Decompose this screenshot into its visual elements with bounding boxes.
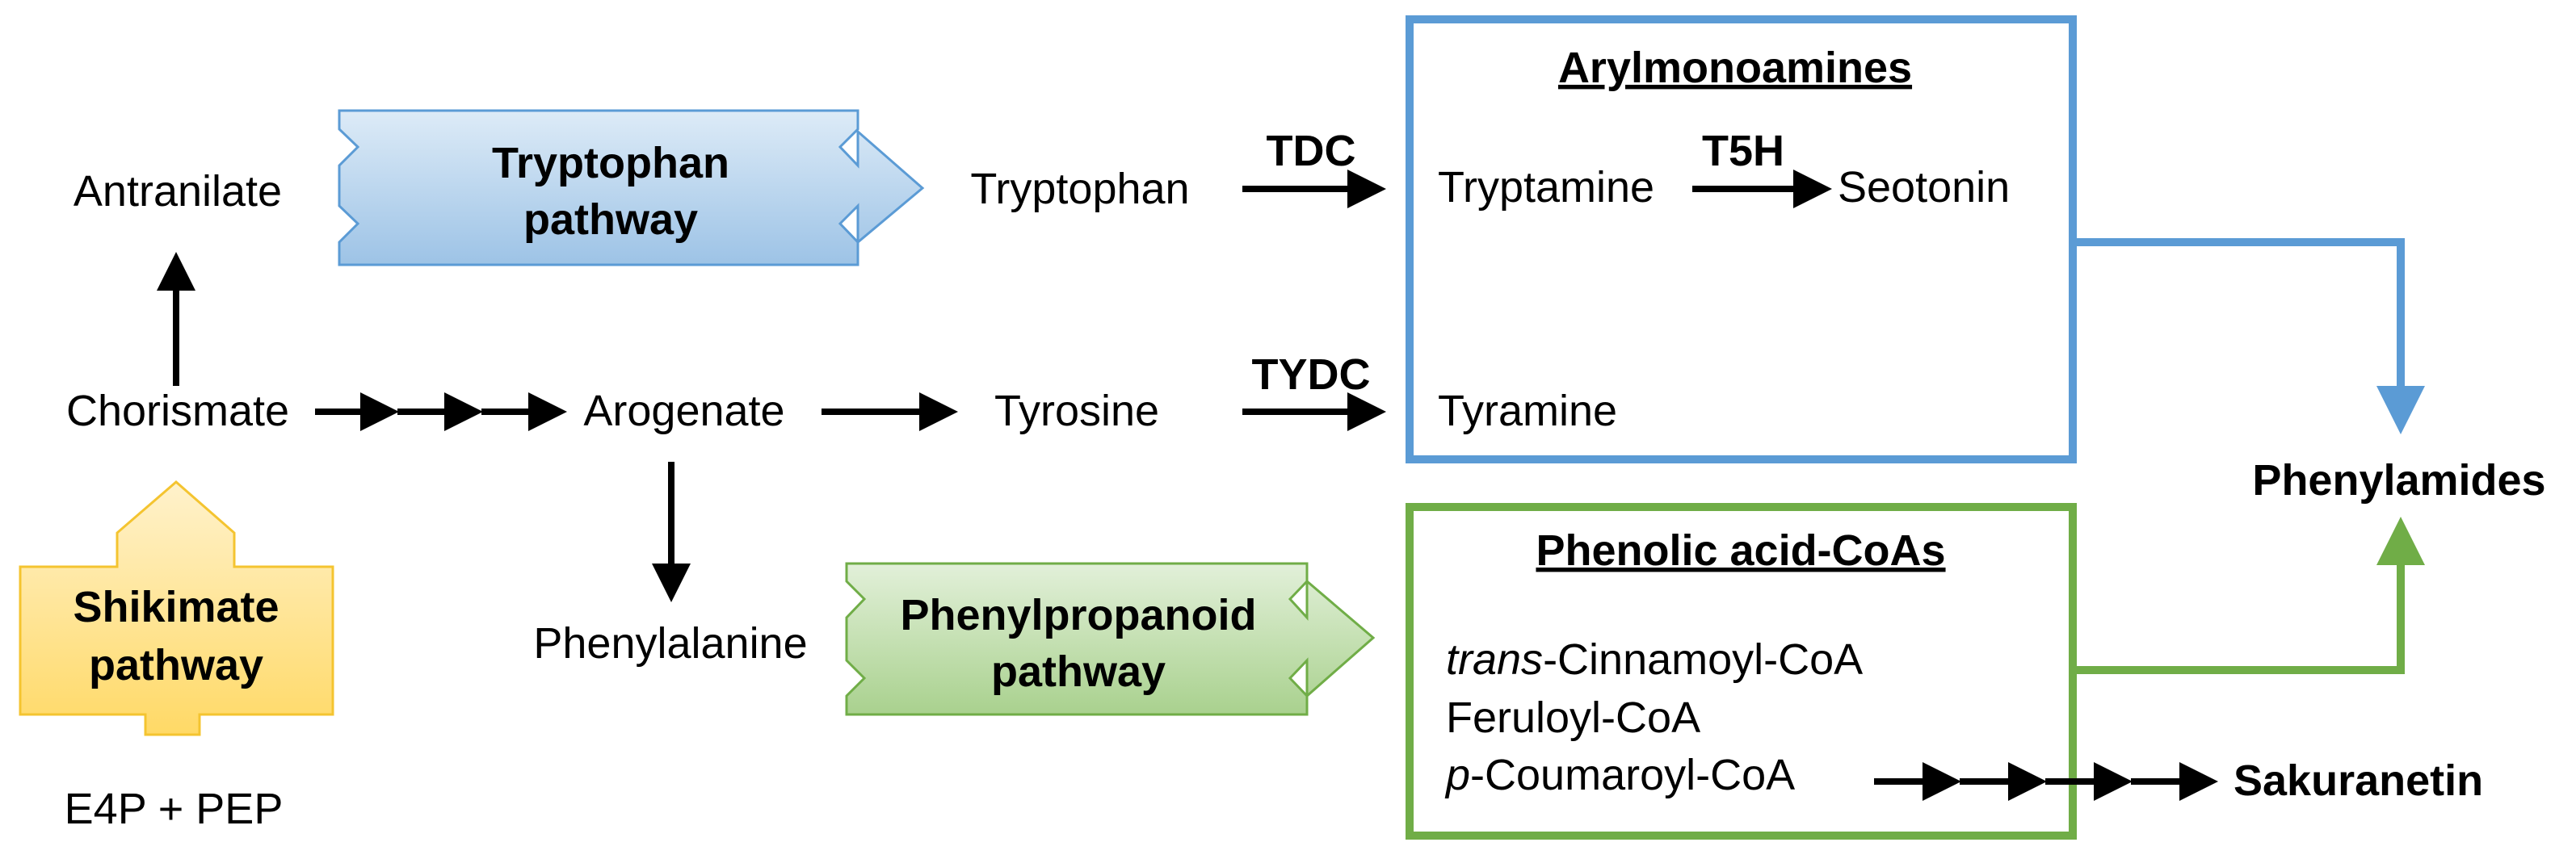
- shikimate-pathway-label-line2: pathway: [89, 641, 263, 689]
- tryptophan-pathway-label-line1: Tryptophan: [492, 139, 729, 187]
- phenylalanine-label: Phenylalanine: [533, 619, 807, 668]
- tryptophan-label: Tryptophan: [970, 165, 1189, 213]
- phenylpropanoid-pathway-arrow: Phenylpropanoid pathway: [845, 562, 1376, 716]
- arogenate-label: Arogenate: [583, 387, 784, 435]
- chorismate-label: Chorismate: [66, 387, 289, 435]
- tdc-enzyme-label: TDC: [1267, 127, 1356, 175]
- arylmonoamines-to-phenylamides-connector: [2073, 238, 2425, 434]
- serotonin-label: Seotonin: [1838, 163, 2010, 212]
- tyrosine-label: Tyrosine: [994, 387, 1159, 435]
- phenolic-acid-coas-to-phenylamides-connector: [2073, 517, 2425, 674]
- phenolic-acid-coas-heading: Phenolic acid-CoAs: [1536, 526, 1945, 575]
- coa-suffix: Feruloyl-CoA: [1446, 693, 1700, 742]
- e4p-pep-label: E4P + PEP: [65, 785, 284, 833]
- tyramine-label: Tyramine: [1438, 387, 1617, 435]
- coa-item: Feruloyl-CoA: [1446, 693, 1700, 742]
- phenylpropanoid-pathway-label-line1: Phenylpropanoid: [900, 591, 1256, 639]
- coa-suffix: -Coumaroyl-CoA: [1470, 751, 1795, 799]
- coa-suffix: -Cinnamoyl-CoA: [1543, 635, 1863, 684]
- phenylpropanoid-pathway-label-line2: pathway: [991, 647, 1166, 696]
- tryptamine-label: Tryptamine: [1438, 163, 1654, 212]
- shikimate-pathway-label-line1: Shikimate: [73, 583, 279, 631]
- tryptophan-pathway-label-line2: pathway: [523, 195, 698, 244]
- coa-item: p-Coumaroyl-CoA: [1444, 751, 1795, 799]
- phenylamides-label: Phenylamides: [2252, 456, 2545, 505]
- coa-prefix: trans: [1446, 635, 1543, 684]
- tryptophan-pathway-arrow: Tryptophan pathway: [338, 109, 925, 266]
- t5h-enzyme-label: T5H: [1702, 127, 1784, 175]
- tydc-enzyme-label: TYDC: [1252, 350, 1371, 399]
- arylmonoamines-heading: Arylmonoamines: [1558, 44, 1912, 92]
- coa-item: trans-Cinnamoyl-CoA: [1446, 635, 1863, 684]
- antranilate-label: Antranilate: [74, 167, 282, 216]
- sakuranetin-label: Sakuranetin: [2234, 756, 2483, 805]
- shikimate-pathway-arrow: Shikimate pathway: [19, 480, 334, 736]
- reaction-arrows: [157, 170, 2218, 801]
- coa-prefix: p: [1444, 751, 1470, 799]
